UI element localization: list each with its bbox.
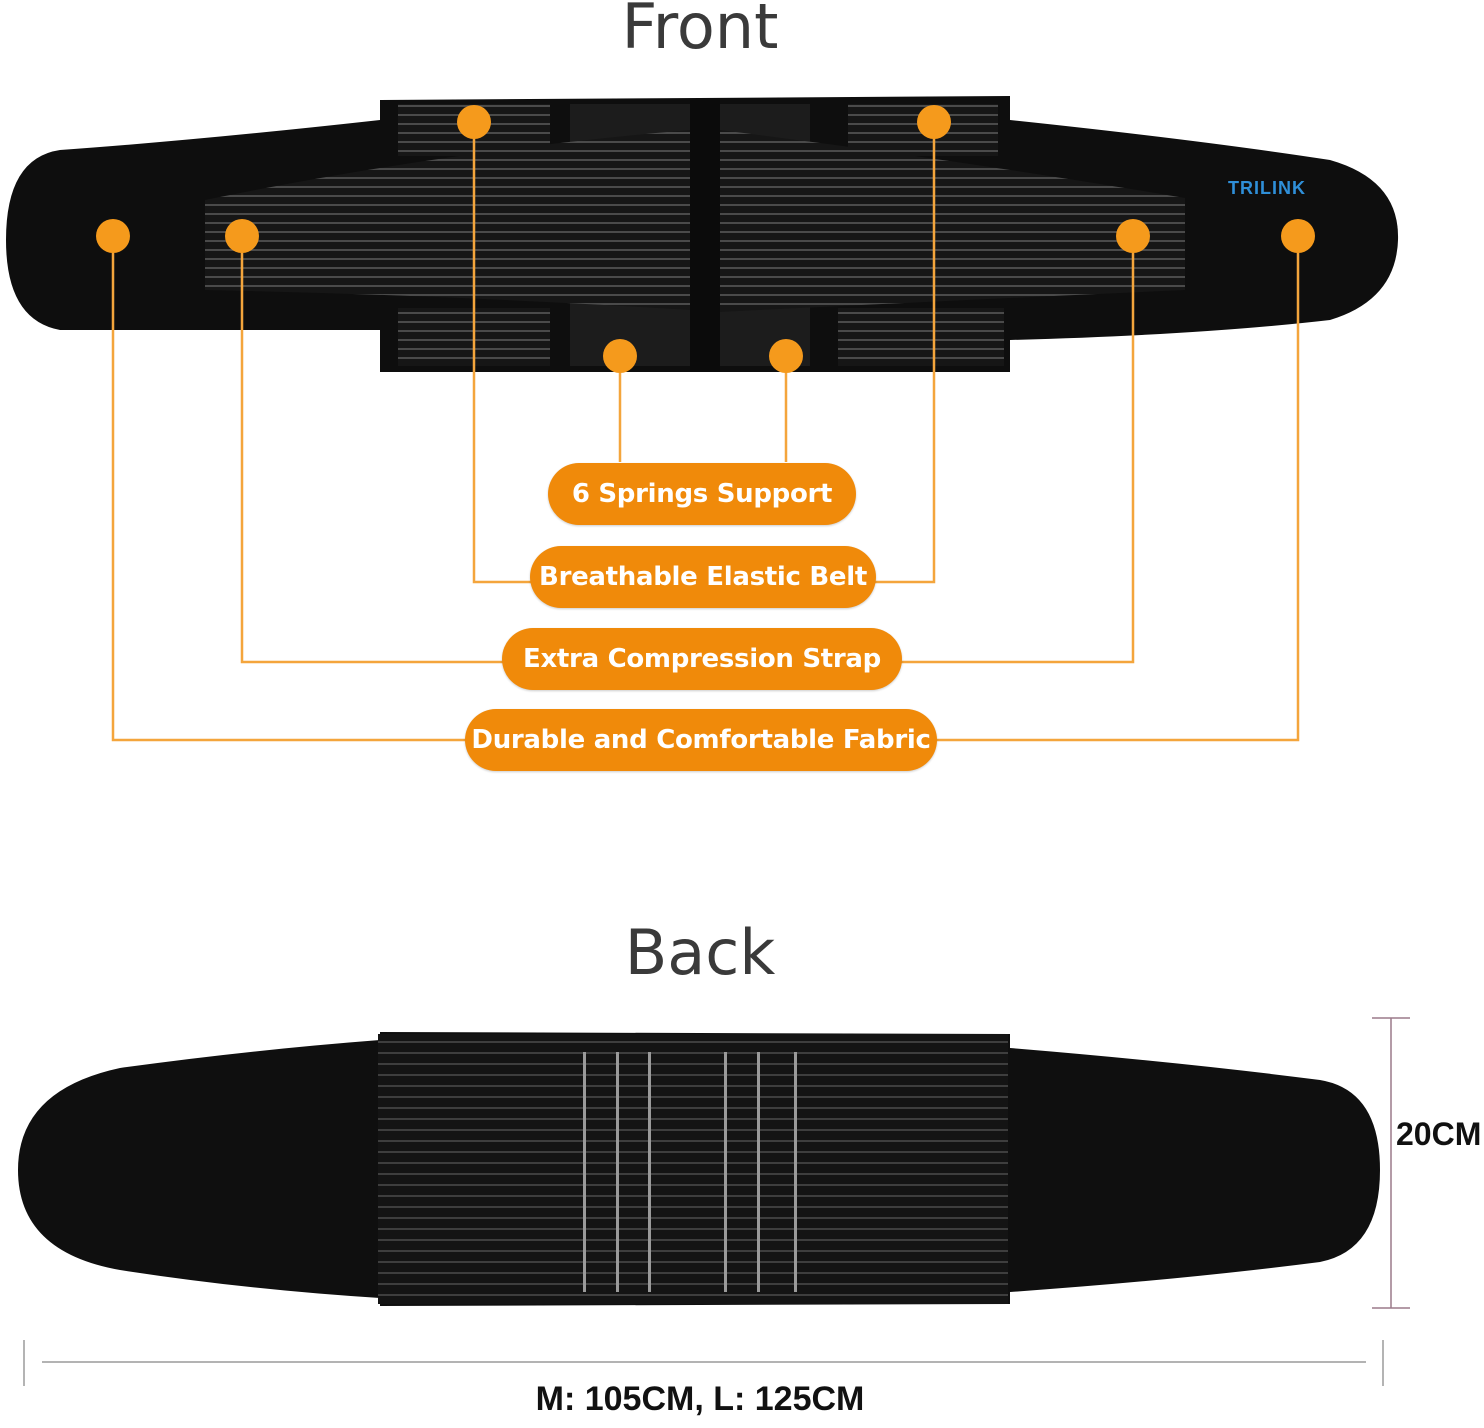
line-strap-right bbox=[898, 236, 1135, 664]
height-label: 20CM bbox=[1396, 1116, 1482, 1152]
back-belt bbox=[18, 1032, 1380, 1306]
height-dimension bbox=[1372, 1017, 1410, 1309]
feature-durable-fabric: Durable and Comfortable Fabric bbox=[465, 709, 937, 771]
dot-strap-right bbox=[1116, 219, 1150, 253]
brand-logo: TRILINK bbox=[1228, 178, 1306, 198]
lower-right-panel bbox=[838, 308, 1004, 366]
center-seam bbox=[690, 100, 720, 372]
compression-strap-right bbox=[720, 130, 1185, 312]
back-support-panel bbox=[378, 1034, 1008, 1304]
back-title: Back bbox=[624, 916, 776, 989]
dot-springs-left bbox=[603, 339, 637, 373]
dot-elastic-left bbox=[457, 105, 491, 139]
line-strap-left bbox=[240, 236, 504, 664]
feature-breathable-elastic-belt: Breathable Elastic Belt bbox=[530, 546, 876, 608]
front-title: Front bbox=[621, 0, 779, 63]
compression-strap-left bbox=[205, 130, 690, 310]
feature-extra-compression-strap: Extra Compression Strap bbox=[502, 628, 902, 690]
line-fabric-right bbox=[934, 236, 1300, 742]
spring-columns bbox=[583, 1052, 797, 1292]
dot-fabric-left bbox=[96, 219, 130, 253]
dot-strap-left bbox=[225, 219, 259, 253]
dot-fabric-right bbox=[1281, 219, 1315, 253]
line-fabric-left bbox=[111, 236, 468, 742]
line-elastic-right bbox=[872, 122, 936, 584]
front-belt bbox=[6, 96, 1399, 372]
dot-elastic-right bbox=[917, 105, 951, 139]
width-dimension bbox=[23, 1340, 1384, 1386]
line-elastic-left bbox=[472, 122, 534, 584]
dot-springs-right bbox=[769, 339, 803, 373]
callout-lines bbox=[111, 122, 1300, 742]
width-label: M: 105CM, L: 125CM bbox=[535, 1380, 865, 1418]
feature-springs-support: 6 Springs Support bbox=[548, 463, 856, 525]
